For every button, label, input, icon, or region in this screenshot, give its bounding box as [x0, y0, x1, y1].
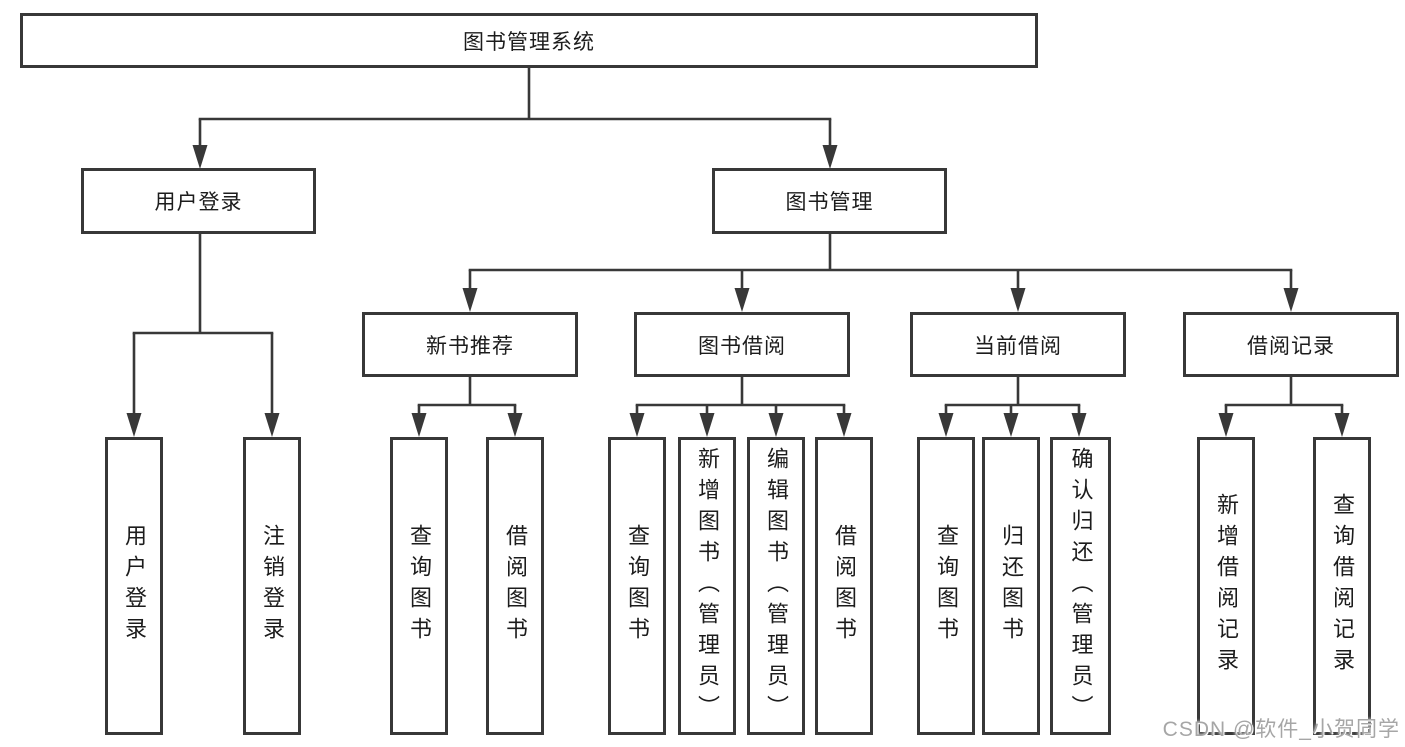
node-book-borrowing: 图书借阅 — [634, 312, 850, 377]
node-label: 查询图书 — [934, 524, 959, 648]
leaf-cb-query-books: 查询图书 — [917, 437, 975, 735]
node-label: 新增图书（管理员） — [695, 446, 720, 726]
connector-borrowing-records-branch — [1218, 377, 1350, 437]
leaf-cb-return-books: 归还图书 — [982, 437, 1040, 735]
connector-book-borrowing-branch — [629, 377, 852, 437]
node-label: 归还图书 — [999, 524, 1024, 648]
node-label: 当前借阅 — [974, 334, 1062, 358]
csdn-watermark: CSDN @软件_小贺同学 — [1162, 718, 1400, 741]
connector-current-borrowing-branch — [938, 377, 1087, 437]
node-label: 查询图书 — [625, 524, 650, 648]
node-label: 确认归还（管理员） — [1068, 446, 1094, 726]
leaf-nbr-query-books: 查询图书 — [390, 437, 448, 735]
leaf-user-login: 用户登录 — [105, 437, 163, 735]
node-label: 新增借阅记录 — [1214, 493, 1239, 679]
leaf-br-add-record: 新增借阅记录 — [1197, 437, 1255, 735]
connector-new-book-recommend-branch — [411, 377, 523, 437]
node-book-management: 图书管理 — [712, 168, 947, 234]
node-new-book-recommend: 新书推荐 — [362, 312, 578, 377]
node-label: 查询图书 — [407, 524, 432, 648]
node-label: 图书借阅 — [698, 334, 786, 358]
node-label: 借阅图书 — [832, 524, 857, 648]
node-label: 图书管理系统 — [463, 30, 595, 54]
node-borrowing-records: 借阅记录 — [1183, 312, 1399, 377]
connector-user-login-branch — [126, 234, 280, 437]
leaf-cb-confirm-return-admin: 确认归还（管理员） — [1050, 437, 1111, 735]
leaf-bb-add-books-admin: 新增图书（管理员） — [678, 437, 736, 735]
leaf-bb-borrow-books: 借阅图书 — [815, 437, 873, 735]
node-label: 借阅记录 — [1247, 334, 1335, 358]
leaf-nbr-borrow-books: 借阅图书 — [486, 437, 544, 735]
node-label: 用户登录 — [122, 524, 147, 648]
node-user-login: 用户登录 — [81, 168, 316, 234]
node-label: 新书推荐 — [426, 334, 514, 358]
leaf-br-query-record: 查询借阅记录 — [1313, 437, 1371, 735]
node-label: 查询借阅记录 — [1330, 493, 1355, 679]
node-current-borrowing: 当前借阅 — [910, 312, 1126, 377]
leaf-bb-query-books: 查询图书 — [608, 437, 666, 735]
node-root-library-management-system: 图书管理系统 — [20, 13, 1038, 68]
node-label: 图书管理 — [785, 191, 874, 214]
node-label: 借阅图书 — [503, 524, 528, 648]
connector-book-management-branch — [462, 234, 1299, 312]
leaf-bb-edit-books-admin: 编辑图书（管理员） — [747, 437, 805, 735]
connector-root-branch — [192, 68, 838, 169]
node-label: 编辑图书（管理员） — [764, 446, 789, 726]
node-label: 用户登录 — [154, 191, 243, 214]
leaf-logout: 注销登录 — [243, 437, 301, 735]
node-label: 注销登录 — [260, 524, 285, 648]
